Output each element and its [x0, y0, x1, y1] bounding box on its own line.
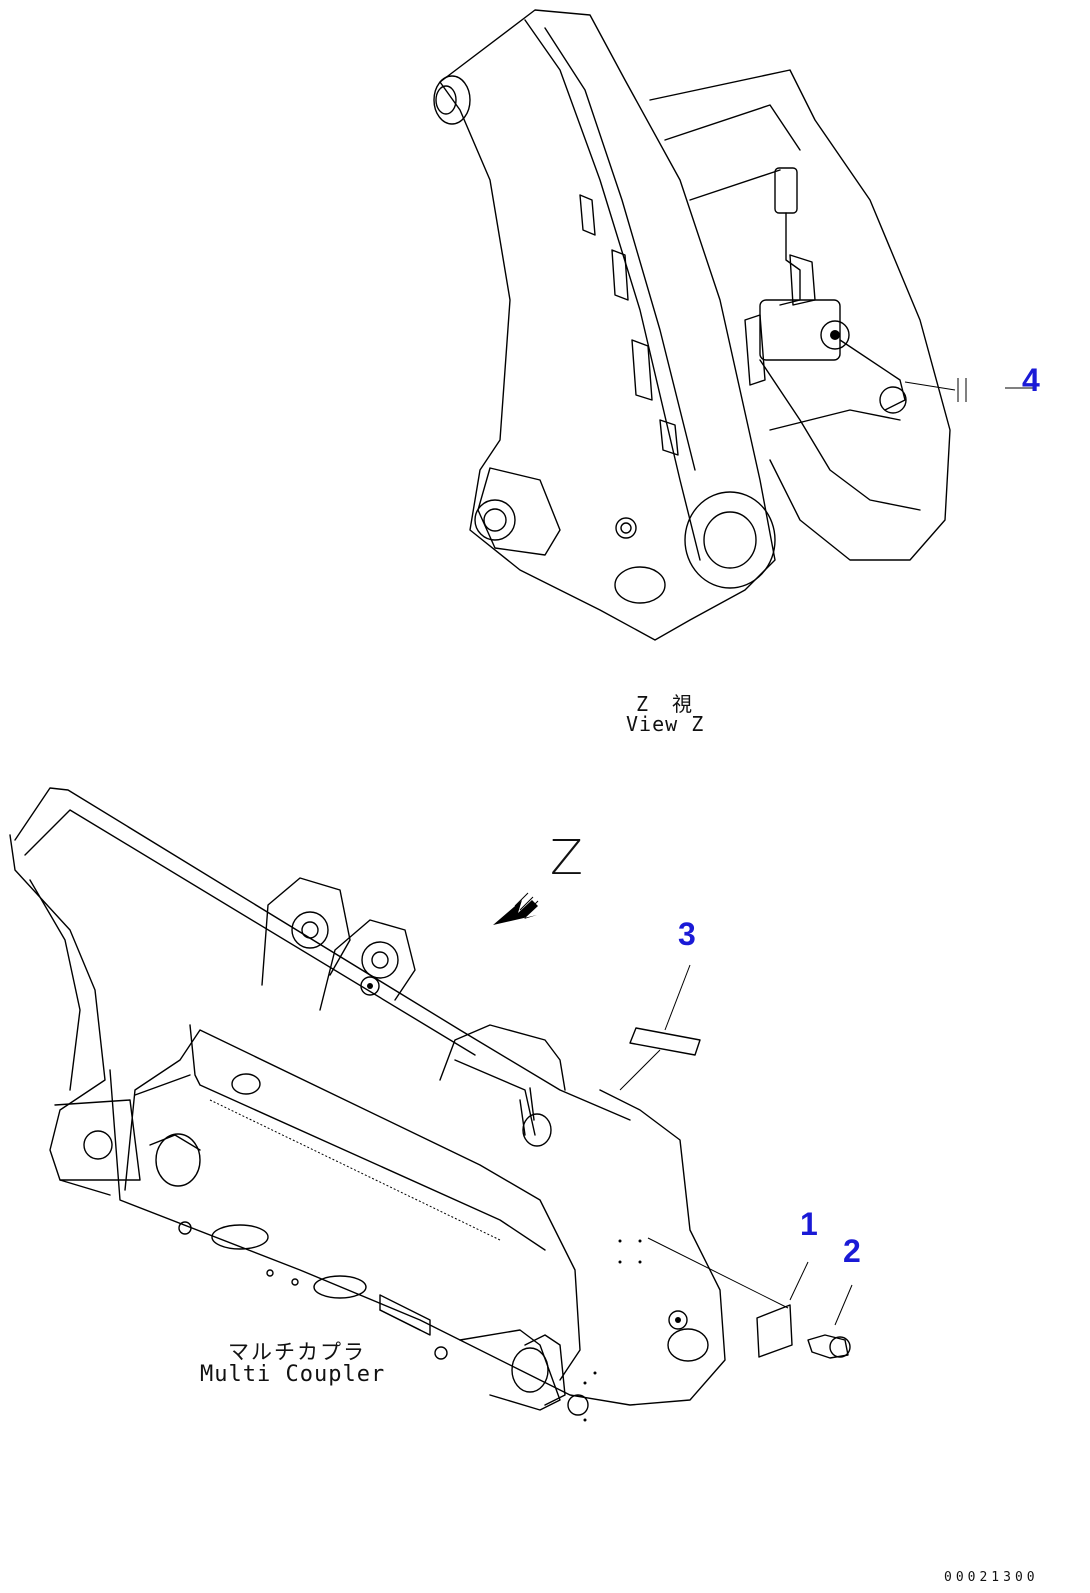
arrow-label: Z: [550, 830, 583, 886]
view-label-japanese: Z 視: [636, 692, 695, 716]
callout-part-1: 1: [800, 1206, 818, 1242]
callout-part-3: 3: [678, 916, 696, 952]
view-z-assembly: [433, 9, 1035, 641]
z-direction-arrow: [493, 892, 539, 925]
callout-part-2: 2: [843, 1233, 861, 1269]
assembly-label-japanese: マルチカプラ: [228, 1340, 366, 1364]
view-label-english: View Z: [626, 712, 705, 736]
drawing-number: 00021300: [944, 1570, 1039, 1585]
assembly-label-english: Multi Coupler: [200, 1362, 386, 1387]
view-z-arm: [439, 9, 776, 641]
callout-part-4: 4: [1022, 362, 1040, 398]
multi-coupler-assembly: [9, 787, 853, 1422]
